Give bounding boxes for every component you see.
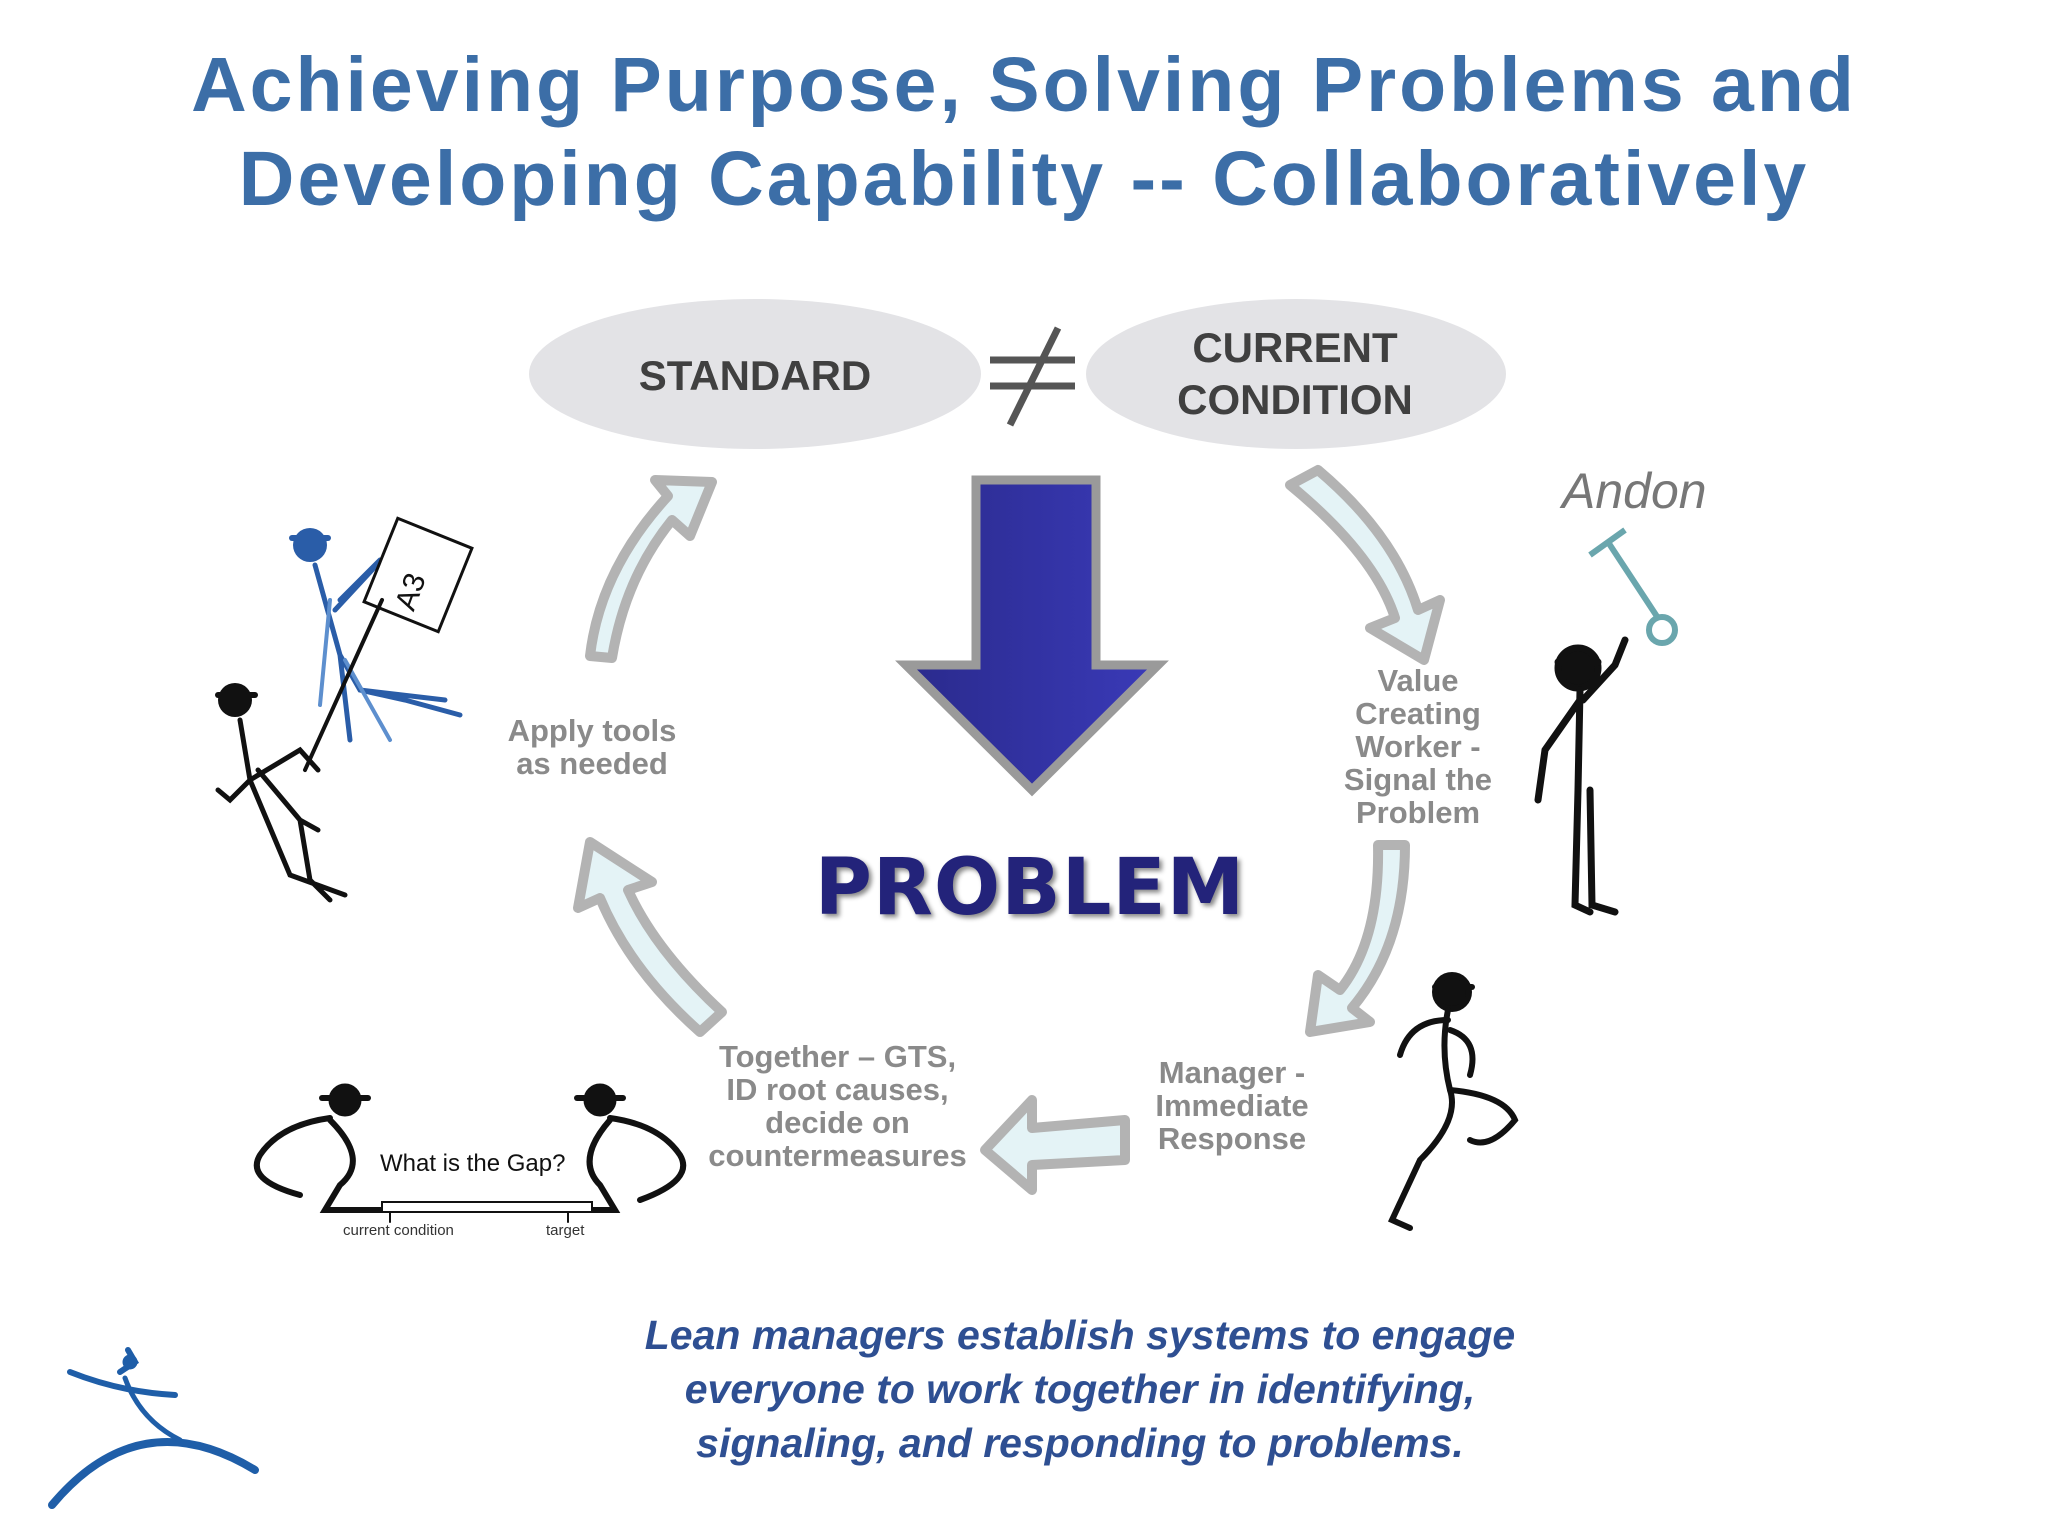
step-worker-signal: Value Creating Worker - Signal the Probl… [1318,664,1518,829]
cycle-arrow-to-worker [1285,465,1445,665]
step-worker-line: Value [1377,663,1459,698]
problem-label: PROBLEM [814,843,1246,933]
title-line-1: Achieving Purpose, Solving Problems and [191,42,1857,128]
slide-caption: Lean managers establish systems to engag… [560,1308,1600,1470]
current-label-line1: CURRENT [1192,324,1398,371]
step-apply-line: as needed [516,746,668,781]
standard-label: STANDARD [638,352,872,399]
cycle-arrow-to-standard [585,475,717,663]
standard-oval [529,299,981,449]
andon-cord-icon [1588,527,1678,646]
worker-figure-icon [1534,636,1629,916]
step-together-line: decide on [765,1105,910,1140]
slide-title: Achieving Purpose, Solving Problems and … [0,38,2048,226]
caption-line-2: everyone to work together in identifying… [684,1366,1476,1412]
cycle-arrow-to-apply [573,837,727,1037]
step-together-gts: Together – GTS, ID root causes, decide o… [700,1040,975,1172]
step-worker-line: Signal the [1343,762,1493,797]
not-equal-icon [990,326,1075,427]
gap-question: What is the Gap? [380,1150,566,1177]
step-manager-line: Response [1157,1121,1307,1156]
step-together-line: Together – GTS, [718,1039,957,1074]
step-apply-tools: Apply tools as needed [492,714,692,780]
step-worker-line: Problem [1355,795,1481,830]
step-manager-line: Immediate [1155,1088,1309,1123]
current-condition-oval [1086,299,1506,449]
step-together-line: ID root causes, [726,1072,949,1107]
step-manager-response: Manager - Immediate Response [1132,1056,1332,1155]
cycle-arrow-to-manager [1305,840,1410,1037]
problem-down-arrow [895,475,1169,797]
gap-discussion-icon [253,1083,687,1223]
gap-current-condition-label: current condition [343,1222,454,1239]
gap-target-label: target [546,1222,585,1239]
step-together-line: countermeasures [708,1138,967,1173]
step-apply-line: Apply tools [507,713,677,748]
caption-line-1: Lean managers establish systems to engag… [644,1312,1516,1358]
manager-running-icon [1387,972,1519,1231]
current-label-line2: CONDITION [1177,376,1413,423]
title-line-2: Developing Capability -- Collaboratively [238,136,1810,222]
current-condition-label: CURRENT CONDITION [1145,322,1445,426]
step-manager-line: Manager - [1158,1055,1306,1090]
company-logo [48,1347,259,1509]
andon-label: Andon [1562,463,1707,519]
cycle-arrow-to-together [980,1095,1130,1195]
step-worker-line: Worker - [1355,729,1481,764]
step-worker-line: Creating [1355,696,1481,731]
caption-line-3: signaling, and responding to problems. [696,1420,1464,1466]
a3-team-icon [215,516,474,903]
